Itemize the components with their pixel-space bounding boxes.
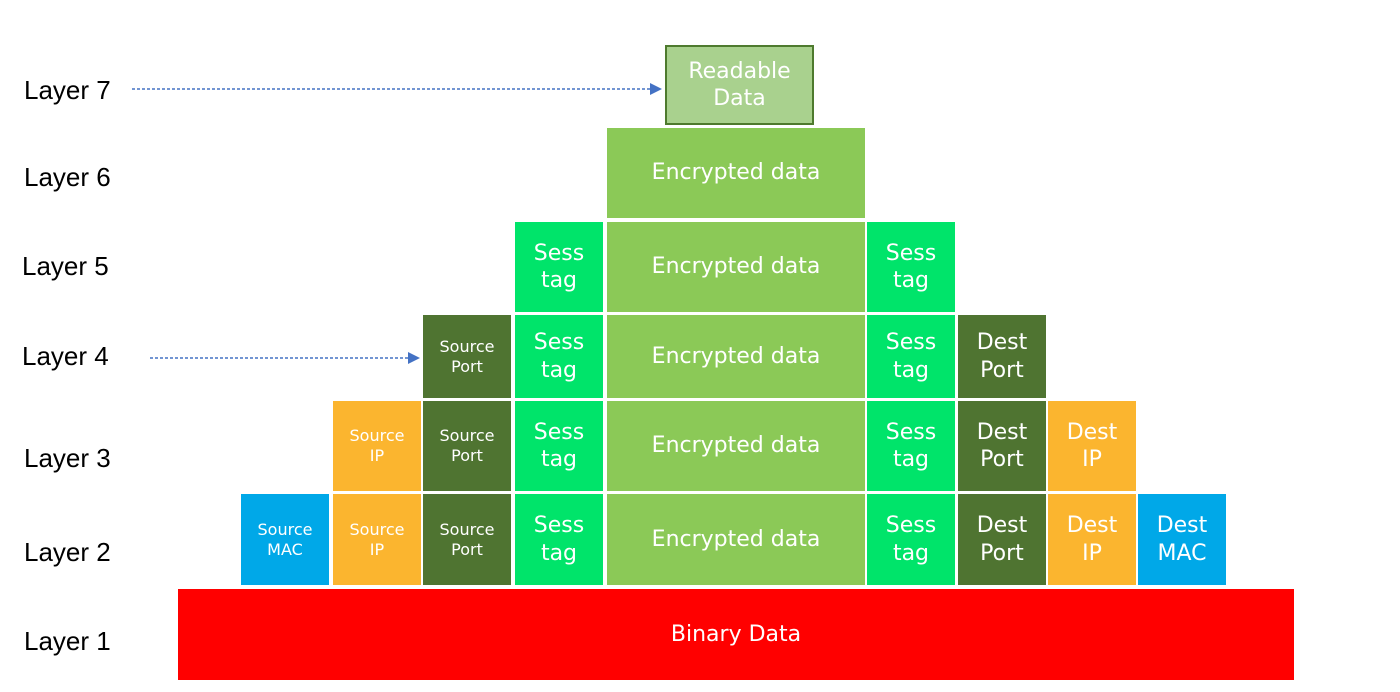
sess-tag-left-l4: Sess tag	[515, 315, 603, 398]
source-port-l3: Source Port	[423, 401, 511, 491]
encrypted-data-block-l6: Encrypted data	[607, 128, 865, 218]
layer-7-label: Layer 7	[24, 75, 111, 105]
encrypted-data-block-l3: Encrypted data	[607, 401, 865, 491]
source-ip-l3: Source IP	[333, 401, 421, 491]
dest-mac-l2: Dest MAC	[1138, 494, 1226, 585]
dest-port-l4: Dest Port	[958, 315, 1046, 398]
layer-2-label: Layer 2	[24, 537, 111, 567]
dest-port-l2: Dest Port	[958, 494, 1046, 585]
layer-7-arrowhead	[650, 83, 662, 95]
dest-ip-l3: Dest IP	[1048, 401, 1136, 491]
sess-tag-right-l3: Sess tag	[867, 401, 955, 491]
dest-port-l3: Dest Port	[958, 401, 1046, 491]
layer-4-label: Layer 4	[22, 341, 109, 371]
encrypted-data-block-l4: Encrypted data	[607, 315, 865, 398]
layer-3-label: Layer 3	[24, 443, 111, 473]
sess-tag-left-l5: Sess tag	[515, 222, 603, 312]
binary-data-block: Binary Data	[178, 589, 1294, 680]
sess-tag-left-l2: Sess tag	[515, 494, 603, 585]
readable-data-block: Readable Data	[665, 45, 814, 125]
sess-tag-right-l2: Sess tag	[867, 494, 955, 585]
source-ip-l2: Source IP	[333, 494, 421, 585]
layer-4-arrowhead	[408, 352, 420, 364]
source-port-l2: Source Port	[423, 494, 511, 585]
layer-6-label: Layer 6	[24, 162, 111, 192]
source-mac-l2: Source MAC	[241, 494, 329, 585]
sess-tag-right-l4: Sess tag	[867, 315, 955, 398]
source-port-l4: Source Port	[423, 315, 511, 398]
dest-ip-l2: Dest IP	[1048, 494, 1136, 585]
encrypted-data-block-l2: Encrypted data	[607, 494, 865, 585]
sess-tag-right-l5: Sess tag	[867, 222, 955, 312]
sess-tag-left-l3: Sess tag	[515, 401, 603, 491]
encrypted-data-block-l5: Encrypted data	[607, 222, 865, 312]
layer-5-label: Layer 5	[22, 251, 109, 281]
layer-1-label: Layer 1	[24, 626, 111, 656]
